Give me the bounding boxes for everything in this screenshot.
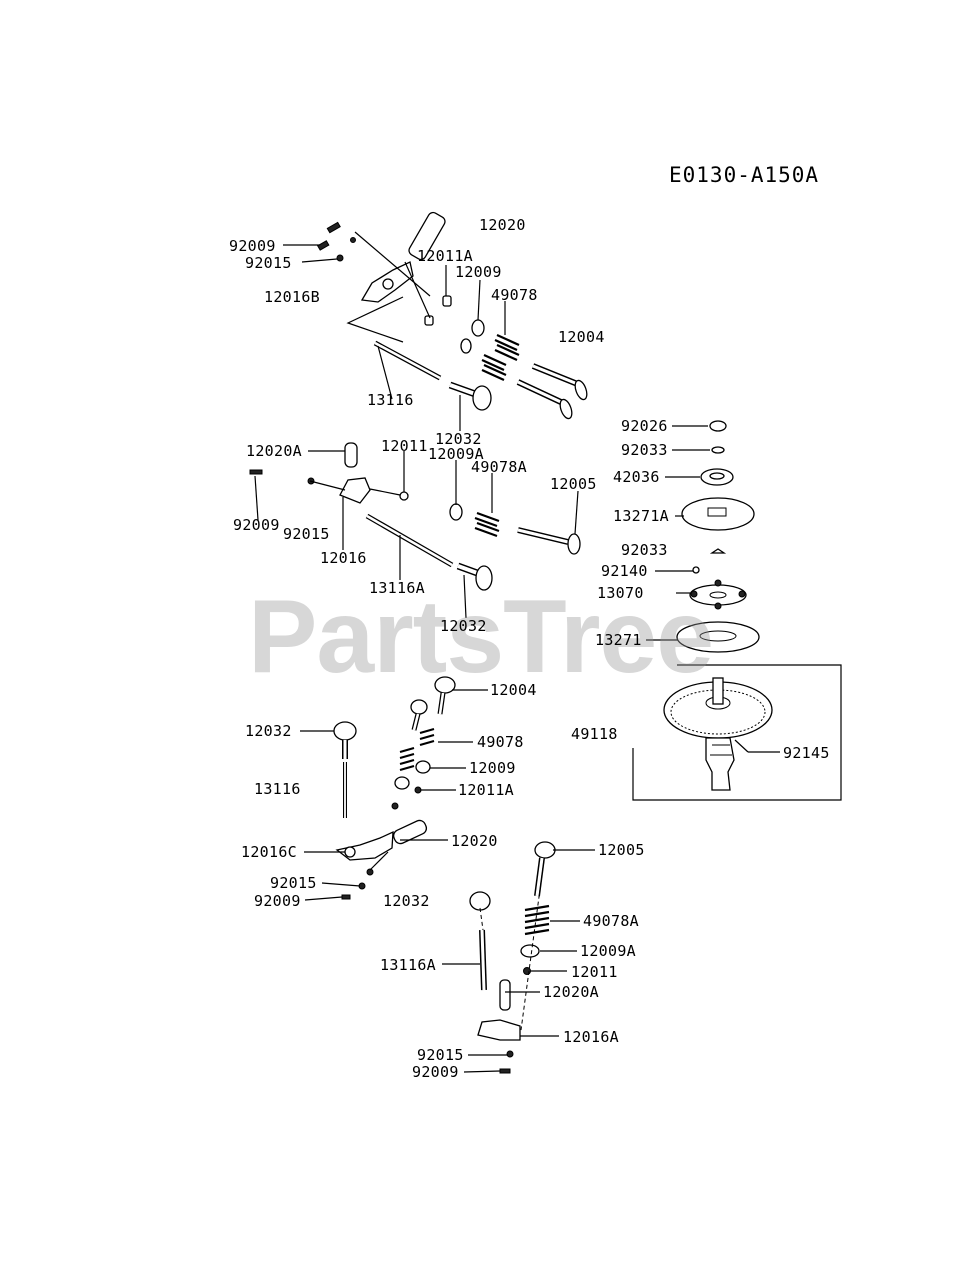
part-label[interactable]: 13271A xyxy=(613,507,669,525)
valve-head-part xyxy=(472,385,492,411)
part-label[interactable]: 12009 xyxy=(469,759,516,777)
part-label[interactable]: 12032 xyxy=(245,722,292,740)
part-label[interactable]: 92009 xyxy=(229,237,276,255)
part-label[interactable]: 12020A xyxy=(543,983,599,1001)
upper-rocker-assembly xyxy=(316,211,588,420)
part-label[interactable]: 49118 xyxy=(571,725,618,743)
part-label[interactable]: 49078 xyxy=(477,733,524,751)
part-label[interactable]: 92015 xyxy=(283,525,330,543)
watermark: PartsTree xyxy=(248,579,714,695)
lower-right-rocker-assembly xyxy=(469,841,556,1074)
collar-part xyxy=(424,315,434,326)
lower-left-rocker-assembly xyxy=(333,676,456,900)
part-label[interactable]: 12016 xyxy=(320,549,367,567)
part-label[interactable]: 13116 xyxy=(367,391,414,409)
camshaft-assembly xyxy=(632,664,842,801)
part-label[interactable]: 92033 xyxy=(621,441,668,459)
part-label[interactable]: 13116A xyxy=(369,579,425,597)
retainer-part xyxy=(471,319,485,337)
part-label[interactable]: 12016C xyxy=(241,843,297,861)
shaft-part xyxy=(344,442,358,468)
part-label[interactable]: 49078A xyxy=(471,458,527,476)
part-label[interactable]: 92015 xyxy=(270,874,317,892)
part-label[interactable]: 12009 xyxy=(455,263,502,281)
part-label[interactable]: 12020 xyxy=(479,216,526,234)
spring-pin-part xyxy=(316,240,330,251)
leader-lines xyxy=(254,244,780,1073)
part-label[interactable]: 92033 xyxy=(621,541,668,559)
part-label[interactable]: 12005 xyxy=(598,841,645,859)
collar-part xyxy=(442,295,452,307)
part-label[interactable]: 13116 xyxy=(254,780,301,798)
part-label[interactable]: 12032 xyxy=(435,430,482,448)
middle-rocker-assembly xyxy=(249,442,581,591)
part-label[interactable]: 12009A xyxy=(428,445,484,463)
part-label[interactable]: 12011 xyxy=(381,437,428,455)
spring-pin-part xyxy=(326,221,341,234)
pivot-part xyxy=(382,278,394,290)
part-label[interactable]: 92145 xyxy=(783,744,830,762)
part-label[interactable]: 92009 xyxy=(254,892,301,910)
nut-part xyxy=(336,254,344,262)
part-label[interactable]: 12004 xyxy=(490,681,537,699)
part-label[interactable]: 12020A xyxy=(246,442,302,460)
part-label[interactable]: 12016B xyxy=(264,288,320,306)
part-label[interactable]: 49078A xyxy=(583,912,639,930)
part-label[interactable]: 13271 xyxy=(595,631,642,649)
part-label[interactable]: 92009 xyxy=(233,516,280,534)
part-label[interactable]: 13116A xyxy=(380,956,436,974)
part-label[interactable]: 12016A xyxy=(563,1028,619,1046)
spring-pin-part xyxy=(249,469,263,475)
nut-part xyxy=(350,237,356,243)
part-label[interactable]: 12004 xyxy=(558,328,605,346)
valve-spring-part xyxy=(481,333,520,382)
part-label[interactable]: 92140 xyxy=(601,562,648,580)
part-label[interactable]: 12011A xyxy=(458,781,514,799)
part-label[interactable]: 92009 xyxy=(412,1063,459,1081)
part-label[interactable]: 12011A xyxy=(417,247,473,265)
part-label[interactable]: 12032 xyxy=(383,892,430,910)
part-label[interactable]: 12009A xyxy=(580,942,636,960)
flyweight-holder-part xyxy=(689,579,747,610)
part-label[interactable]: 92015 xyxy=(245,254,292,272)
part-label[interactable]: 92015 xyxy=(417,1046,464,1064)
diagram-code: E0130-A150A xyxy=(669,163,820,187)
retainer-part xyxy=(460,338,472,354)
part-label[interactable]: 12032 xyxy=(440,617,487,635)
governor-assembly xyxy=(676,420,760,653)
rocker-shaft-part xyxy=(408,211,446,261)
part-label[interactable]: 12020 xyxy=(451,832,498,850)
part-label[interactable]: 92026 xyxy=(621,417,668,435)
part-label[interactable]: 42036 xyxy=(613,468,660,486)
part-label[interactable]: 12011 xyxy=(571,963,618,981)
part-label[interactable]: 12005 xyxy=(550,475,597,493)
part-label[interactable]: 49078 xyxy=(491,286,538,304)
part-label[interactable]: 13070 xyxy=(597,584,644,602)
rocker-arm-part xyxy=(339,477,371,504)
